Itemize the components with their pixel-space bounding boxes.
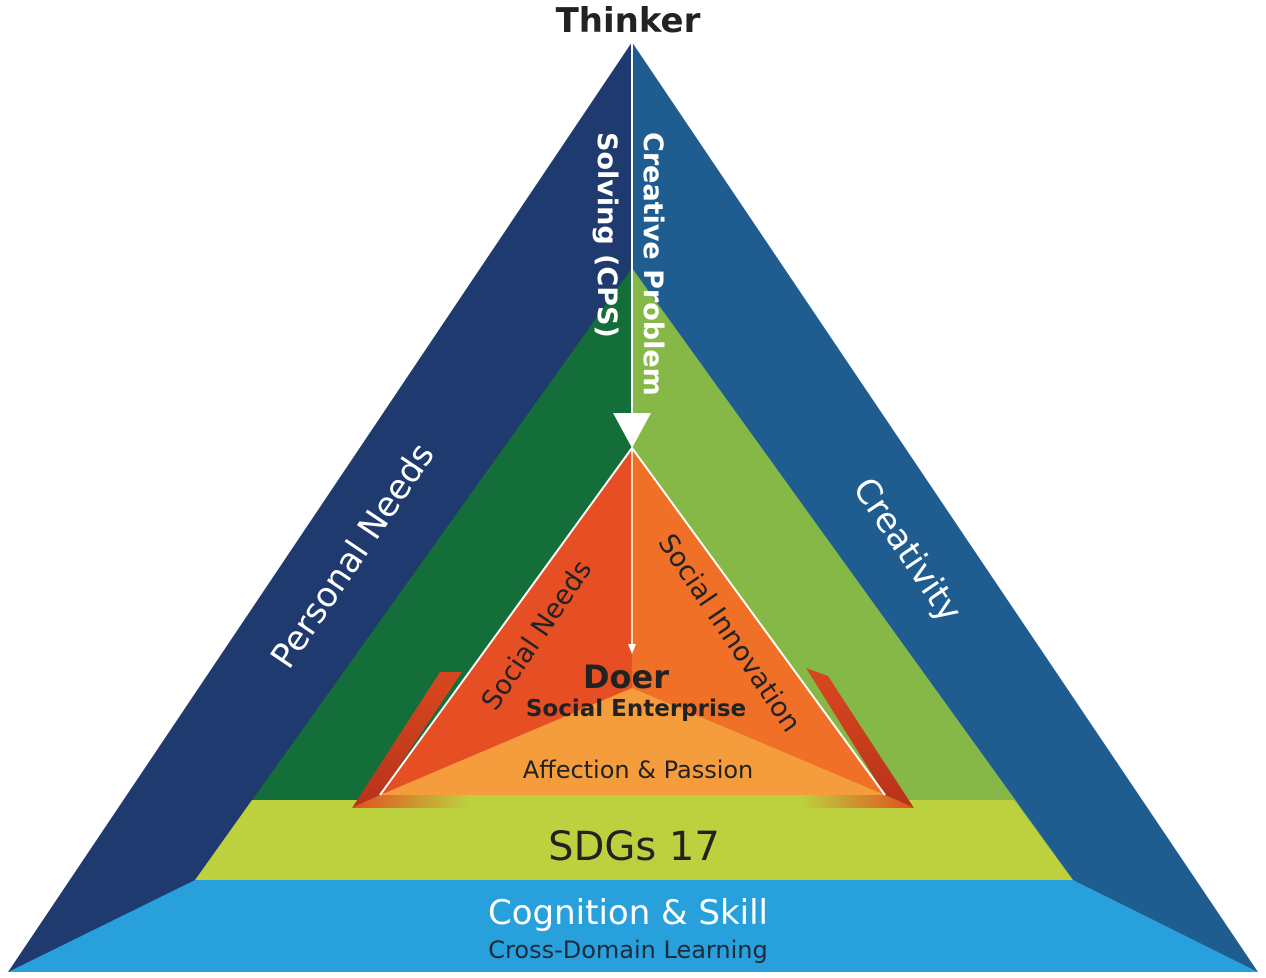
cognition-skill-label: Cognition & Skill xyxy=(488,893,768,933)
lime-band xyxy=(195,800,1073,880)
cps-label-line1: Creative Problem xyxy=(637,132,668,396)
cross-domain-label: Cross-Domain Learning xyxy=(488,936,767,964)
inner-base-face xyxy=(380,688,885,795)
cps-arrowhead-icon xyxy=(613,413,651,448)
orange-shadow-right xyxy=(806,668,914,808)
orange-shadow-left xyxy=(352,672,462,808)
doer-label: Doer xyxy=(583,658,669,696)
cps-label-line2: Solving (CPS) xyxy=(591,132,622,338)
sdgs-label: SDGs 17 xyxy=(548,824,720,870)
bottom-band xyxy=(8,880,1258,972)
orange-base-glow-right xyxy=(800,795,914,808)
orange-base-glow-left xyxy=(352,795,470,808)
doer-arrowhead-icon xyxy=(628,644,636,654)
social-enterprise-label: Social Enterprise xyxy=(526,696,746,722)
thinker-label: Thinker xyxy=(556,1,701,41)
affection-passion-label: Affection & Passion xyxy=(523,756,754,784)
orange-base-strip xyxy=(470,795,800,808)
